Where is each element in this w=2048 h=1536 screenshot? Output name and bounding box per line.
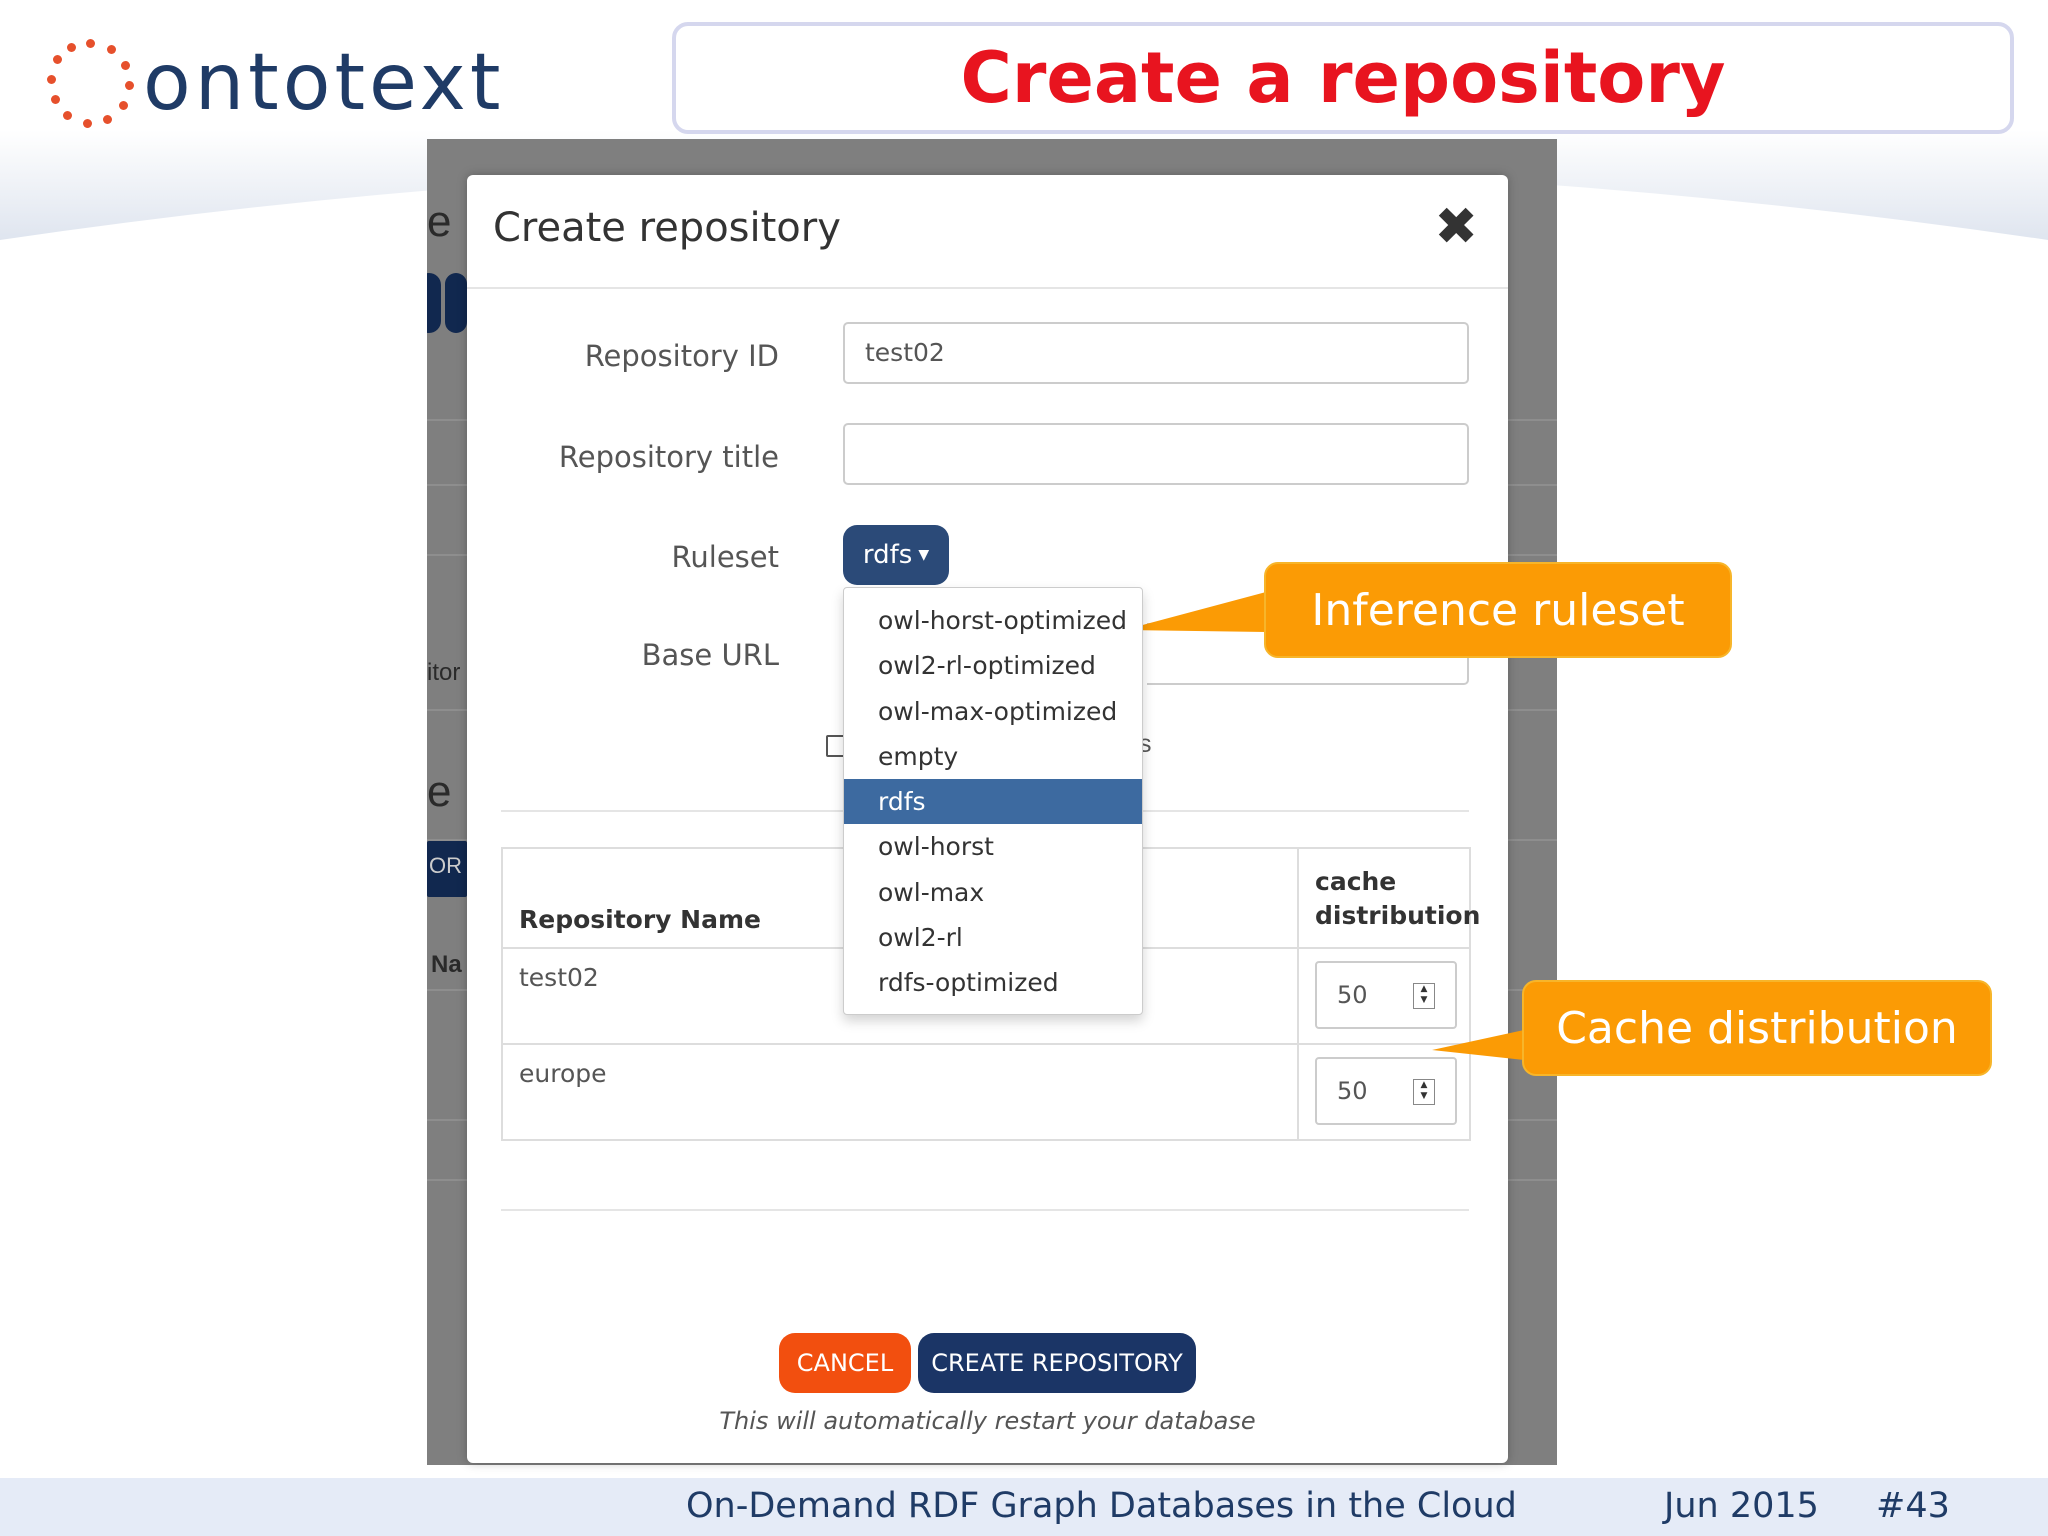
backdrop-text: e [427, 767, 452, 816]
column-header-line: distribution [1315, 901, 1481, 930]
cache-distribution-callout: Cache distribution [1522, 980, 1992, 1076]
ruleset-dropdown-button[interactable]: rdfs ▼ [843, 525, 949, 585]
table-row-name: europe [519, 1059, 607, 1088]
backdrop-tab: OR [427, 841, 467, 897]
backdrop-button [445, 273, 467, 333]
ruleset-option[interactable]: owl-horst [878, 832, 994, 862]
ruleset-selected-value: rdfs [862, 540, 913, 570]
ruleset-option[interactable]: owl-max-optimized [878, 696, 1118, 726]
section-divider [501, 1209, 1469, 1211]
cache-distribution-stepper[interactable]: 50 ▲▼ [1315, 1057, 1457, 1125]
slide-footer: On-Demand RDF Graph Databases in the Clo… [0, 1478, 2048, 1536]
column-header-repository-name: Repository Name [519, 905, 761, 934]
stepper-arrows-icon[interactable]: ▲▼ [1413, 983, 1435, 1009]
backdrop-text: OR [429, 853, 462, 878]
slide-title: Create a repository [960, 37, 1726, 119]
footer-date: Jun 2015 [1664, 1486, 1819, 1526]
ruleset-option[interactable]: owl-horst-optimized [878, 606, 1128, 635]
ruleset-option[interactable]: empty [878, 741, 959, 771]
backdrop-text: Na [431, 951, 462, 978]
backdrop-button [427, 273, 441, 333]
close-icon[interactable]: ✖ [1434, 198, 1478, 256]
backdrop-text: itor [427, 659, 461, 686]
footer-title: On-Demand RDF Graph Databases in the Clo… [686, 1486, 1517, 1526]
modal-title: Create repository [493, 205, 841, 251]
ruleset-option-selected[interactable]: rdfs [844, 779, 1142, 825]
caret-down-icon: ▼ [918, 547, 930, 563]
ontotext-logo: ontotext [45, 38, 504, 128]
restart-hint: This will automatically restart your dat… [719, 1407, 1256, 1435]
ruleset-option[interactable]: rdfs-optimized [878, 968, 1059, 998]
row-separator [503, 1043, 1469, 1045]
cache-callout-pointer [1432, 1030, 1524, 1060]
backdrop-text: e [427, 197, 452, 246]
repository-id-input[interactable]: test02 [843, 322, 1469, 384]
ruleset-option[interactable]: owl2-rl-optimized [878, 651, 1096, 681]
table-row-name: test02 [519, 963, 599, 992]
logo-dots-icon [45, 37, 137, 129]
repository-id-label: Repository ID [584, 339, 779, 373]
repository-title-label: Repository title [558, 440, 779, 474]
repository-cache-table: Repository Name cache distribution test0… [501, 847, 1480, 1141]
stepper-arrows-icon[interactable]: ▲▼ [1413, 1079, 1435, 1105]
ruleset-label: Ruleset [671, 540, 779, 574]
create-repository-modal: Create repository ✖ Repository ID test02… [467, 175, 1508, 1463]
repository-title-input[interactable] [843, 423, 1469, 485]
column-separator [1297, 849, 1299, 1139]
footer-page-number: #43 [1876, 1486, 1950, 1526]
create-repository-button[interactable]: CREATE REPOSITORY [918, 1333, 1196, 1393]
base-url-label: Base URL [641, 638, 779, 672]
ruleset-option[interactable]: owl-max [878, 877, 985, 907]
inference-ruleset-callout: Inference ruleset [1264, 562, 1732, 658]
ruleset-dropdown-menu: owl-horst-optimized owl2-rl-optimized ow… [843, 587, 1143, 1015]
column-header-line: cache [1315, 867, 1397, 896]
cancel-button[interactable]: CANCEL [779, 1333, 911, 1393]
ruleset-option[interactable]: owl2-rl [878, 923, 963, 953]
stepper-value: 50 [1337, 981, 1368, 1009]
slide-title-box: Create a repository [672, 22, 2014, 134]
ruleset-callout-pointer [1124, 592, 1266, 632]
column-header-cache-distribution: cache distribution [1315, 865, 1480, 933]
stepper-value: 50 [1337, 1077, 1368, 1105]
cache-distribution-stepper[interactable]: 50 ▲▼ [1315, 961, 1457, 1029]
logo-text: ontotext [143, 38, 505, 128]
modal-header: Create repository ✖ [467, 175, 1508, 289]
